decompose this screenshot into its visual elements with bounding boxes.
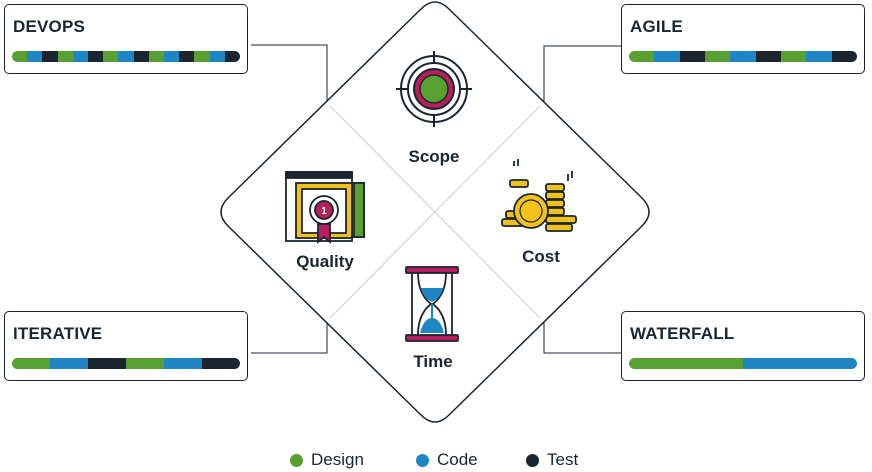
- code-segment: [164, 51, 180, 62]
- legend-code-label: Code: [437, 450, 478, 469]
- devops-title: DEVOPS: [13, 17, 86, 36]
- design-segment: [57, 51, 73, 62]
- test-segment: [755, 51, 781, 62]
- test-segment: [88, 358, 126, 369]
- code-segment: [743, 358, 857, 369]
- test-segment: [202, 358, 240, 369]
- design-segment: [194, 51, 210, 62]
- code-segment: [27, 51, 43, 62]
- waterfall-title: WATERFALL: [630, 324, 735, 343]
- design-segment: [103, 51, 119, 62]
- design-segment: [629, 358, 743, 369]
- code-segment: [72, 51, 89, 62]
- connector-agile: [543, 45, 621, 102]
- legend-test: Test: [526, 450, 578, 470]
- code-segment: [654, 51, 680, 62]
- test-segment: [224, 51, 240, 62]
- coins-icon: [501, 159, 577, 232]
- test-segment: [179, 51, 195, 62]
- devops-card: DEVOPS: [4, 4, 248, 74]
- waterfall-card: WATERFALL: [621, 311, 865, 381]
- design-segment: [126, 358, 164, 369]
- code-segment: [209, 51, 225, 62]
- test-dot: [526, 453, 539, 467]
- design-dot: [290, 453, 303, 467]
- design-segment: [780, 51, 807, 62]
- connector-iterative: [251, 322, 328, 354]
- code-segment: [50, 358, 88, 369]
- test-segment: [88, 51, 104, 62]
- cost-label: Cost: [522, 247, 560, 266]
- legend-design: Design: [290, 450, 364, 470]
- code-segment: [730, 51, 756, 62]
- code-segment: [118, 51, 134, 62]
- agile-card: AGILE: [621, 4, 865, 74]
- svg-text:1: 1: [321, 206, 327, 217]
- code-segment: [164, 358, 202, 369]
- hourglass-icon: [405, 266, 459, 342]
- design-segment: [148, 51, 165, 62]
- design-segment: [12, 51, 28, 62]
- target-icon: [396, 51, 472, 127]
- award-certificate-icon: 1: [285, 171, 365, 244]
- connector-devops: [251, 44, 328, 102]
- agile-bar: [629, 51, 857, 62]
- code-dot: [416, 453, 429, 467]
- iterative-title: ITERATIVE: [13, 324, 103, 343]
- test-segment: [133, 51, 149, 62]
- connector-waterfall: [543, 322, 621, 354]
- test-segment: [42, 51, 58, 62]
- design-segment: [12, 358, 50, 369]
- time-label: Time: [413, 352, 452, 371]
- legend-code: Code: [416, 450, 478, 470]
- design-segment: [629, 51, 655, 62]
- iterative-bar: [12, 358, 240, 369]
- quality-label: Quality: [296, 252, 354, 271]
- agile-title: AGILE: [630, 17, 683, 36]
- design-segment: [704, 51, 731, 62]
- legend-design-label: Design: [311, 450, 364, 469]
- legend-test-label: Test: [547, 450, 579, 469]
- diamond-divider-b: [329, 105, 541, 319]
- waterfall-bar: [629, 358, 857, 369]
- test-segment: [831, 51, 857, 62]
- iterative-card: ITERATIVE: [4, 311, 248, 381]
- test-segment: [679, 51, 705, 62]
- devops-bar: [12, 51, 240, 62]
- code-segment: [806, 51, 832, 62]
- scope-label: Scope: [408, 147, 459, 166]
